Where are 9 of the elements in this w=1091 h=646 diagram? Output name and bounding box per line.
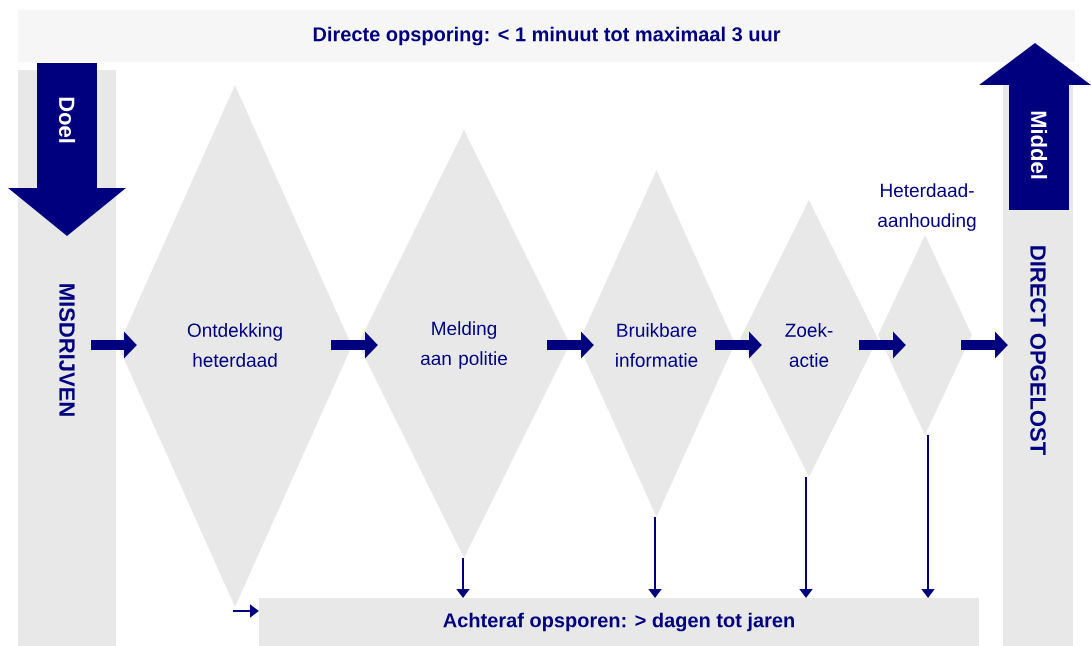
text-band: Directe opsporing: < 1 minuut tot maximaal 3 uur xyxy=(18,10,1075,62)
pointer-banner: Doel xyxy=(8,63,126,236)
node-label: Zoek- actie xyxy=(785,323,833,367)
node-label: Bruikbare informatie xyxy=(616,323,698,367)
pointer-banner: Middel xyxy=(979,43,1091,210)
node-label: Ontdekking heterdaad xyxy=(187,323,282,367)
node-label: Melding aan politie xyxy=(420,321,507,369)
text-band: Achteraf opsporen: > dagen tot jaren xyxy=(259,598,979,646)
node-label: Heterdaad- aanhouding xyxy=(878,183,976,231)
